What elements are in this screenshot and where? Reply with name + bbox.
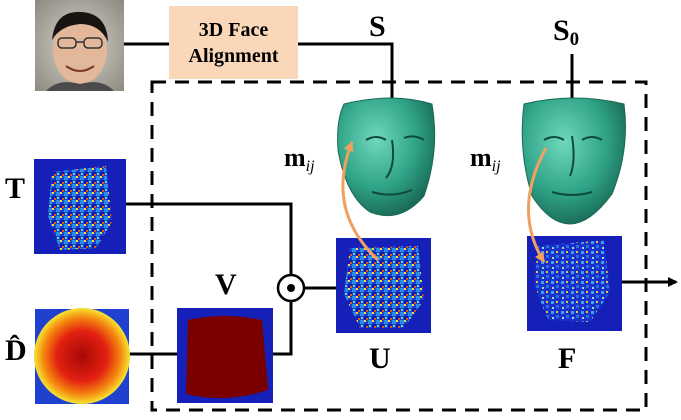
- label-T: T: [5, 172, 26, 205]
- texture-map-F: [527, 236, 622, 331]
- line-alignment-to-S: [298, 42, 394, 98]
- label-U: U: [369, 342, 391, 375]
- alignment-box-line2: Alignment: [188, 44, 279, 67]
- face-mesh-frontal-icon: [521, 97, 626, 225]
- texture-map-U: [336, 238, 431, 333]
- label-mij-left: mij: [284, 143, 315, 175]
- label-mij-left-main: m: [284, 143, 306, 172]
- alignment-box: 3D Face Alignment: [169, 6, 298, 79]
- face-mesh-icon: [337, 97, 436, 217]
- label-mij-left-sub: ij: [305, 157, 315, 175]
- label-F: F: [558, 342, 577, 375]
- label-S0-sub: 0: [569, 29, 579, 51]
- correspondence-arrow-U: [341, 141, 380, 262]
- line-T-to-product: [126, 202, 293, 275]
- label-mij-right-sub: ij: [491, 157, 501, 175]
- correspondence-arrow-F: [527, 147, 548, 263]
- label-mij-right-main: m: [470, 143, 492, 172]
- face-photo-icon: [35, 0, 124, 91]
- texture-map-T: [34, 159, 126, 254]
- label-D-hat: D̂: [5, 334, 27, 367]
- connectors: [124, 42, 678, 356]
- label-mij-right: mij: [470, 143, 501, 175]
- label-S0: S0: [553, 14, 579, 50]
- label-S: S: [369, 10, 386, 43]
- label-V: V: [215, 268, 237, 301]
- alignment-box-line1: 3D Face: [198, 18, 269, 41]
- visibility-mask-V: [177, 308, 273, 403]
- depth-map-D: [34, 308, 130, 404]
- line-V-to-product: [273, 301, 293, 356]
- label-S0-main: S: [553, 14, 570, 47]
- dashed-boundary: [150, 80, 648, 412]
- odot-icon: [276, 273, 306, 303]
